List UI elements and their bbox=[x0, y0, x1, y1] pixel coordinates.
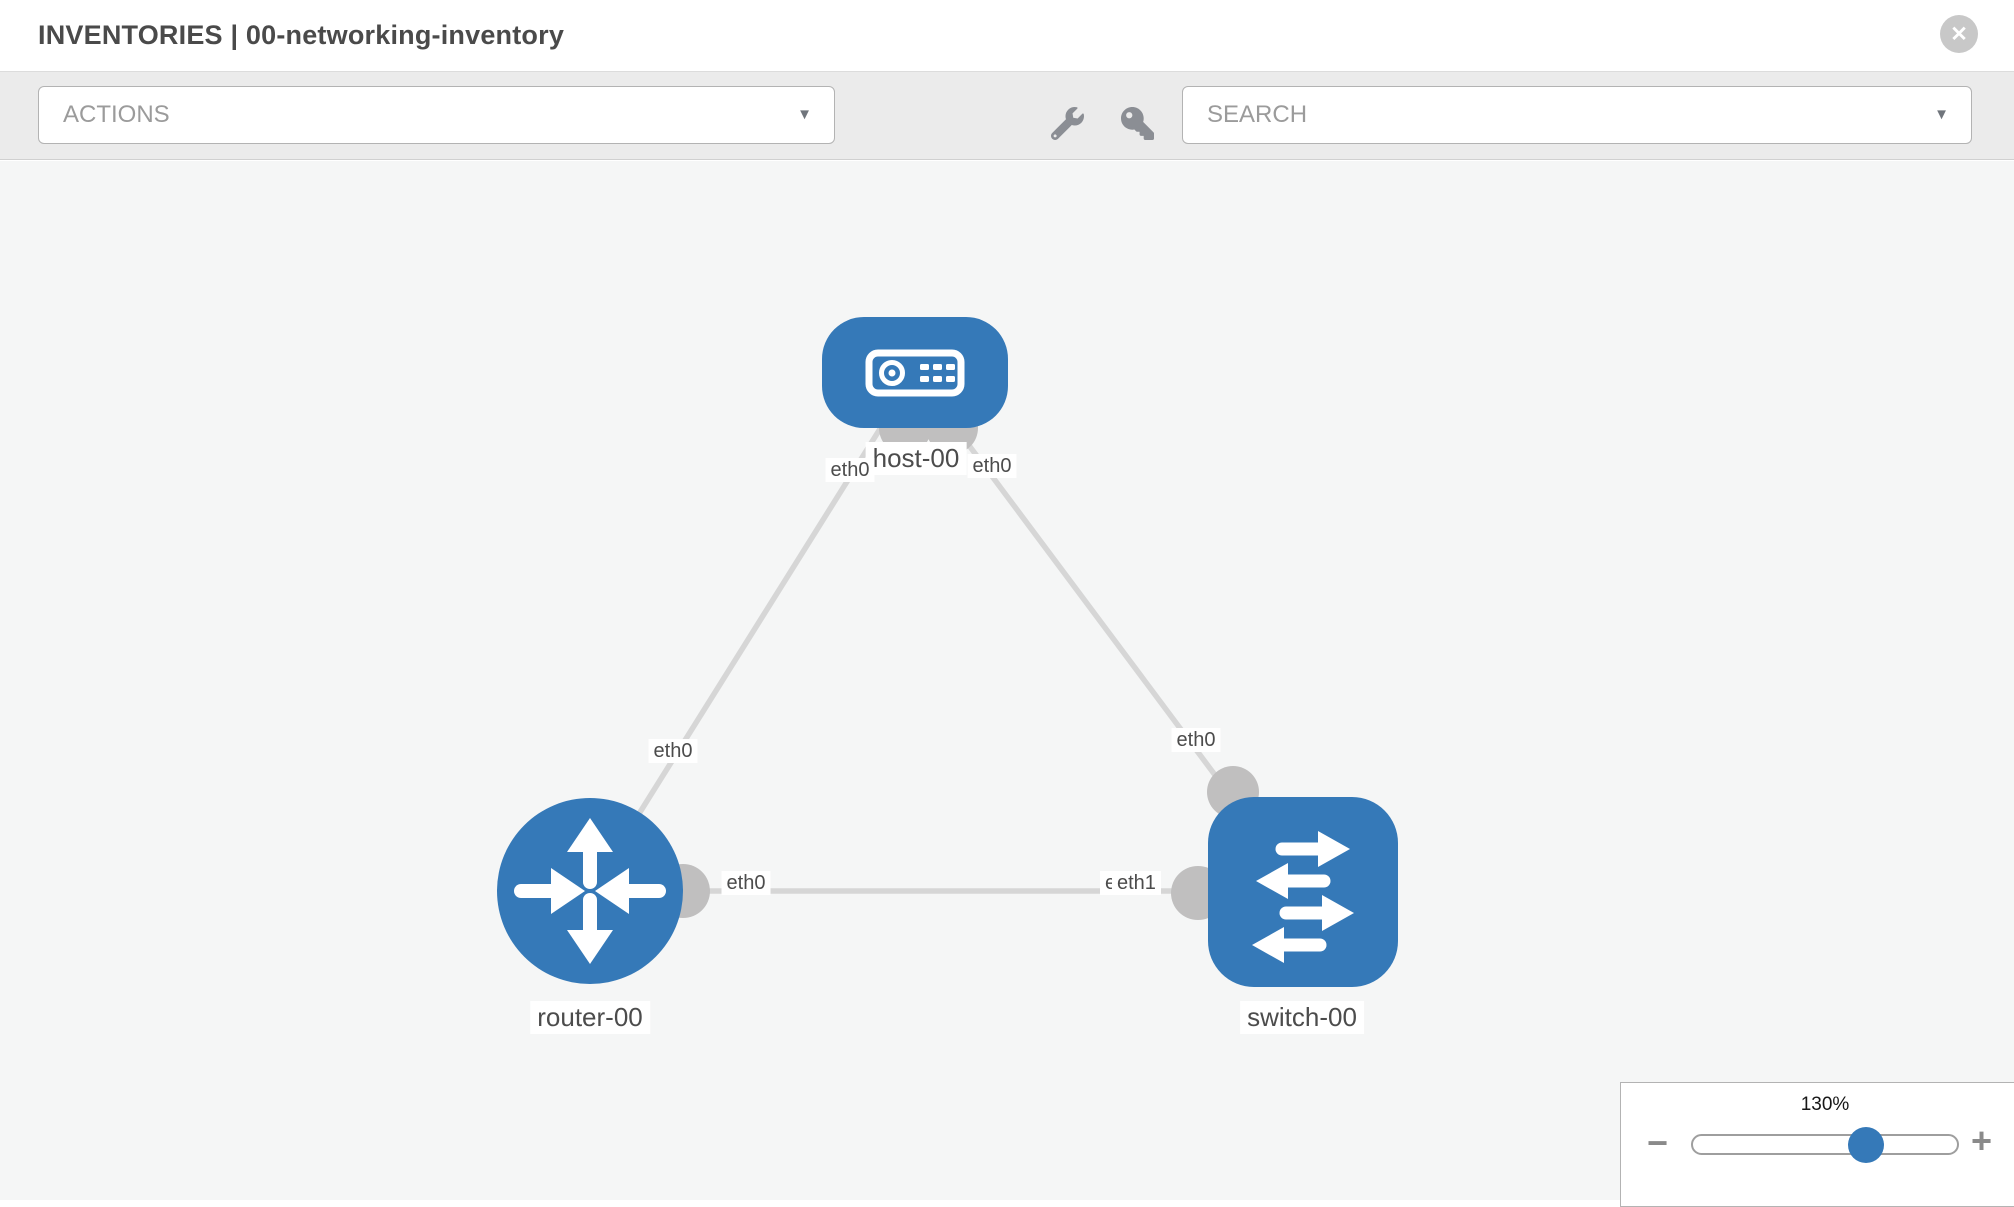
configure-button[interactable] bbox=[1044, 100, 1090, 146]
interface-label-host-switch-host-side: eth0 bbox=[967, 454, 1017, 478]
key-icon bbox=[1120, 106, 1154, 140]
interface-label-host-router-host-side: eth0 bbox=[825, 458, 875, 482]
node-switch-00[interactable] bbox=[1208, 797, 1398, 987]
topology-canvas[interactable]: host-00 router-00 switch-00 eth0 eth0 et… bbox=[0, 161, 2014, 1207]
plus-icon: + bbox=[1971, 1120, 1993, 1161]
zoom-control-panel: 130% − + bbox=[1620, 1082, 2014, 1207]
search-dropdown[interactable]: SEARCH ▼ bbox=[1182, 86, 1972, 144]
zoom-in-button[interactable]: + bbox=[1971, 1123, 1992, 1159]
chevron-down-icon: ▼ bbox=[797, 106, 812, 124]
search-dropdown-label: SEARCH bbox=[1207, 101, 1308, 128]
interface-label-router-switch-switch-side: eth1 bbox=[1112, 871, 1161, 895]
actions-dropdown-label: ACTIONS bbox=[63, 101, 170, 128]
page-header: INVENTORIES | 00-networking-inventory ✕ bbox=[0, 0, 2014, 71]
zoom-slider-track[interactable] bbox=[1691, 1127, 1959, 1163]
wrench-icon bbox=[1050, 106, 1084, 140]
minus-icon: − bbox=[1647, 1122, 1669, 1163]
page-title: INVENTORIES | 00-networking-inventory bbox=[38, 20, 565, 50]
host-icon bbox=[865, 349, 965, 397]
node-router-00[interactable] bbox=[497, 798, 683, 984]
interface-label-host-switch-switch-side: eth0 bbox=[1171, 728, 1221, 752]
zoom-level-value: 130% bbox=[1800, 1094, 1850, 1115]
node-label-host: host-00 bbox=[865, 442, 967, 475]
actions-dropdown[interactable]: ACTIONS ▼ bbox=[38, 86, 835, 144]
router-icon bbox=[514, 818, 666, 964]
node-label-router: router-00 bbox=[530, 1001, 650, 1034]
close-button[interactable]: ✕ bbox=[1940, 15, 1978, 53]
node-label-switch: switch-00 bbox=[1240, 1001, 1364, 1034]
chevron-down-icon: ▼ bbox=[1934, 106, 1949, 124]
toolbar: ACTIONS ▼ SEARCH ▼ bbox=[0, 71, 2014, 160]
close-icon: ✕ bbox=[1950, 22, 1968, 46]
switch-icon bbox=[1252, 831, 1354, 963]
interface-label-router-switch-router-side: eth0 bbox=[721, 871, 771, 895]
zoom-out-button[interactable]: − bbox=[1647, 1125, 1668, 1161]
interface-label-host-router-router-side: eth0 bbox=[648, 739, 698, 763]
node-host-00[interactable] bbox=[822, 317, 1008, 428]
credentials-button[interactable] bbox=[1114, 100, 1160, 146]
zoom-slider-handle[interactable] bbox=[1848, 1127, 1884, 1163]
